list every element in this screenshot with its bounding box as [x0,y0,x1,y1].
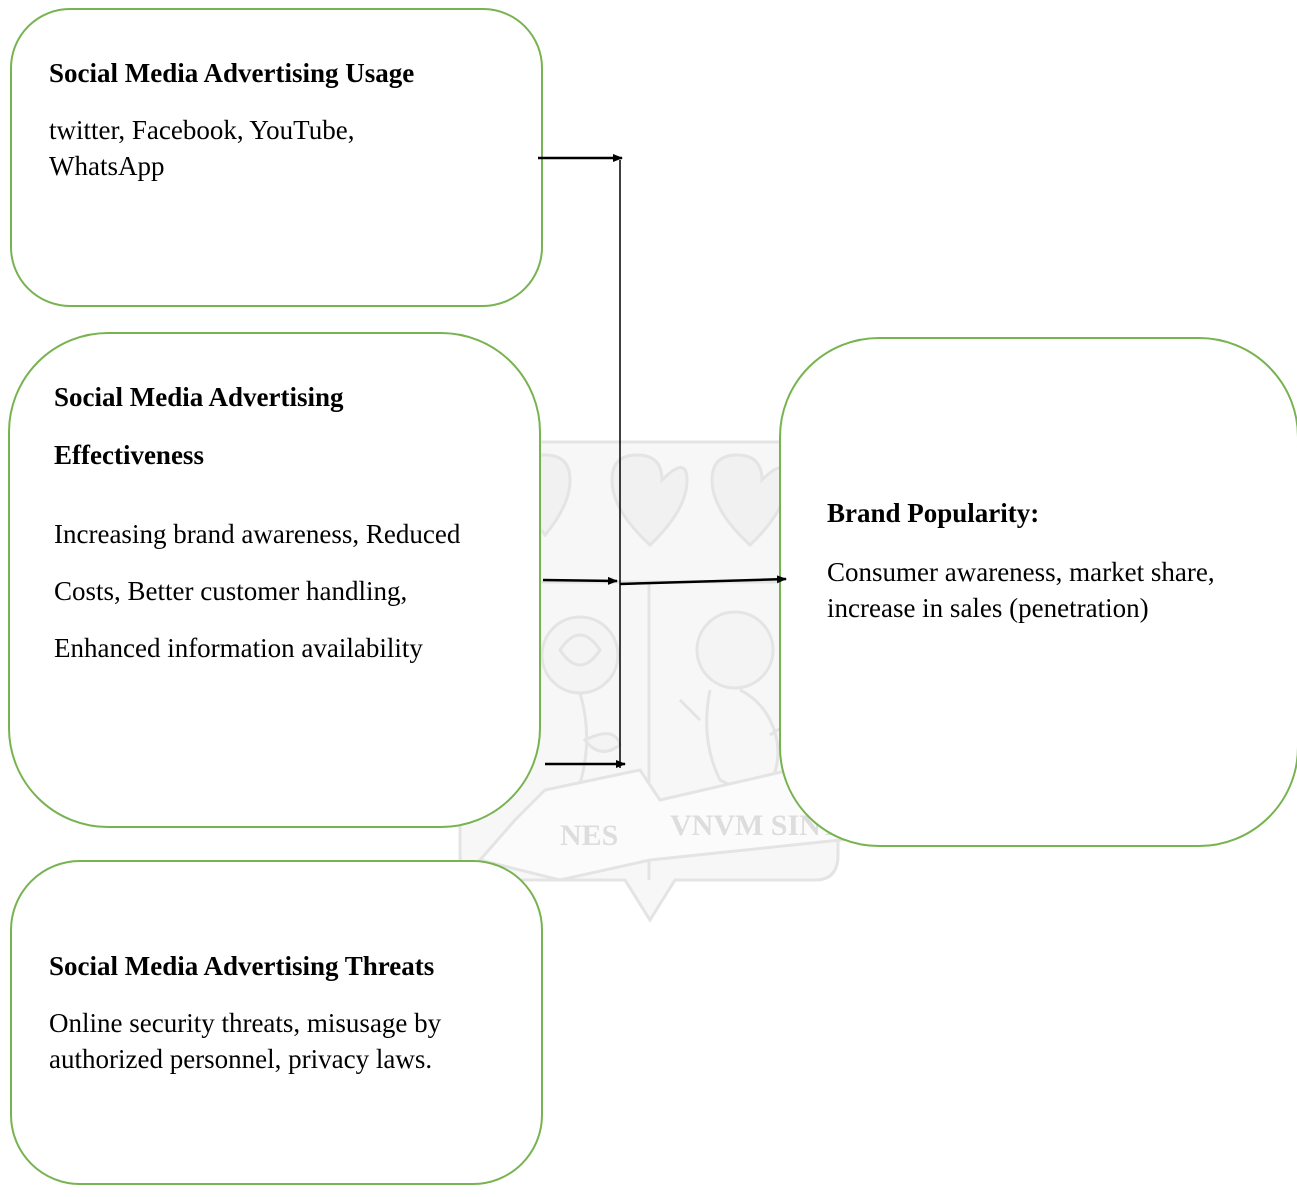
brand-box: Brand Popularity: Consumer awareness, ma… [779,337,1297,847]
brand-title: Brand Popularity: [827,498,1040,528]
effectiveness-body: Increasing brand awareness, Reduced Cost… [54,519,461,663]
threats-title: Social Media Advertising Threats [49,951,435,981]
heart-icon [610,453,689,548]
usage-box: Social Media Advertising Usage twitter, … [10,8,543,307]
effectiveness-title: Social Media Advertising Effectiveness [54,382,344,470]
threats-body: Online security threats, misusage by aut… [49,1008,442,1075]
usage-title: Social Media Advertising Usage [49,58,415,88]
usage-body: twitter, Facebook, YouTube, WhatsApp [49,115,355,182]
threats-box: Social Media Advertising Threats Online … [10,860,543,1185]
effectiveness-box: Social Media Advertising Effectiveness I… [8,332,541,828]
motto-left-text: NES [560,819,618,852]
brand-body: Consumer awareness, market share, increa… [827,557,1215,624]
